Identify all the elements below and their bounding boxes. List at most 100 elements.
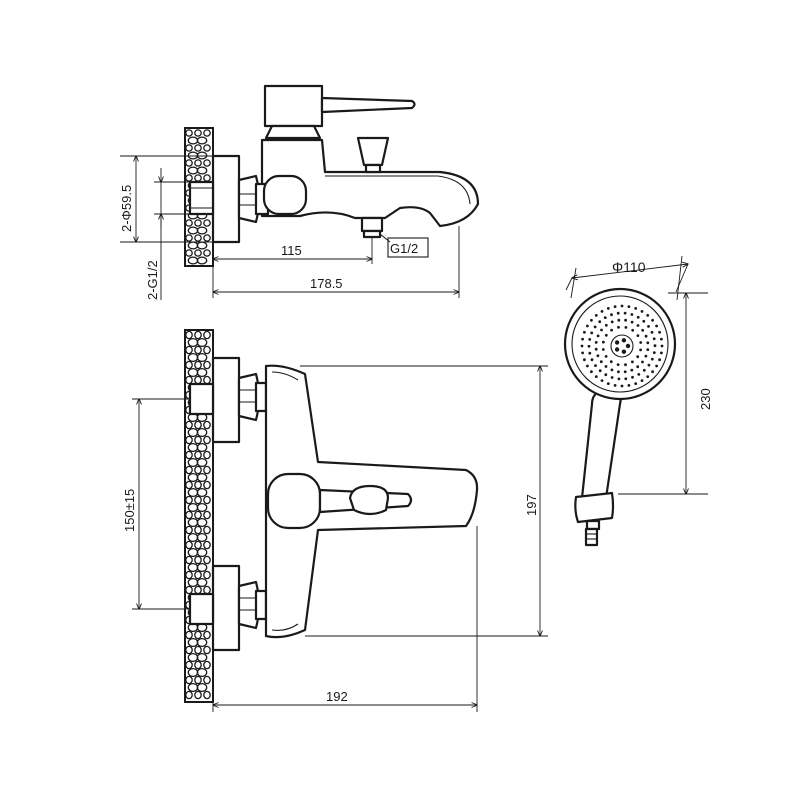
wall-pebble (185, 219, 193, 227)
wall-pebble (196, 352, 208, 362)
front-view-lower-inlet (188, 592, 215, 626)
wall-pebble (196, 487, 208, 497)
wall-pebble (185, 420, 193, 430)
spray-nozzle (636, 365, 640, 369)
front-view: 150±15 197 192 (122, 329, 548, 712)
wall-pebble (185, 555, 193, 565)
spray-nozzle (600, 379, 604, 382)
spray-nozzle (630, 313, 634, 316)
wall-pebble (203, 540, 211, 550)
spray-nozzle (588, 351, 592, 355)
wall-pebble (194, 345, 202, 355)
wall-pebble (196, 563, 208, 573)
hand-shower-head (563, 287, 677, 401)
wall-pebble (185, 435, 193, 445)
spray-nozzle (590, 318, 593, 322)
wall-pebble (203, 570, 211, 580)
spray-nozzle (596, 354, 600, 358)
spray-nozzle (646, 348, 650, 351)
wall-pebble (196, 367, 208, 377)
spray-nozzle (655, 324, 658, 328)
wall-pebble (196, 442, 208, 452)
side-view: G1/2 2-Φ59.5 2-G1/2 115 (119, 84, 480, 300)
spray-nozzle-center (614, 347, 620, 352)
front-view-upper-inlet (188, 382, 215, 416)
wall-pebble (196, 427, 208, 437)
spray-nozzle (627, 305, 631, 308)
wall-pebble (185, 345, 193, 355)
side-view-inlet-pipe (188, 180, 215, 216)
svg-text:178.5: 178.5 (310, 276, 343, 291)
wall-pebble (203, 465, 211, 475)
spray-nozzle (613, 305, 617, 308)
spray-nozzle (617, 325, 620, 329)
spray-nozzle (604, 355, 608, 358)
wall-pebble (185, 495, 193, 505)
wall-pebble (185, 159, 193, 167)
wall-pebble (194, 525, 202, 535)
wall-pebble (203, 144, 211, 152)
wall-pebble (185, 675, 193, 685)
spray-nozzle-center (621, 338, 627, 343)
wall-pebble (196, 653, 208, 663)
wall-pebble (194, 234, 202, 242)
spray-nozzle (660, 337, 663, 341)
spray-nozzle (650, 357, 654, 361)
spray-nozzle (604, 365, 608, 368)
dim-width: 192 (213, 526, 477, 712)
spray-nozzle (610, 313, 613, 317)
wall-pebble (203, 234, 211, 242)
side-view-boss (262, 174, 308, 216)
spray-nozzle (590, 331, 594, 335)
side-view-mixer-body (260, 138, 480, 228)
wall-pebble (196, 578, 208, 588)
spray-nozzle (599, 360, 603, 364)
wall-pebble (194, 675, 202, 685)
dim-total-depth: 178.5 (213, 226, 459, 298)
wall-pebble (194, 630, 202, 640)
spray-nozzle (631, 360, 634, 364)
spray-nozzle (658, 330, 661, 334)
wall-pebble (185, 645, 193, 655)
spray-nozzle (637, 373, 641, 376)
svg-text:2-Φ59.5: 2-Φ59.5 (119, 185, 134, 232)
dim-head-diameter: Φ110 (565, 255, 688, 301)
svg-text:2-G1/2: 2-G1/2 (145, 260, 160, 300)
spray-nozzle (631, 375, 634, 379)
wall-pebble (185, 690, 193, 700)
spray-nozzle (644, 354, 648, 358)
spray-nozzle (617, 318, 621, 322)
hand-shower-spray-nozzles (580, 304, 664, 388)
wall-pebble (194, 360, 202, 370)
spray-nozzle (593, 325, 597, 329)
spray-nozzle (636, 324, 640, 327)
svg-text:230: 230 (698, 388, 713, 410)
svg-text:115: 115 (281, 243, 302, 258)
wall-pebble (196, 533, 208, 543)
spray-nozzle (647, 363, 651, 367)
wall-pebble (196, 668, 208, 678)
wall-pebble (185, 330, 193, 340)
spray-nozzle (588, 338, 592, 341)
spray-nozzle (623, 311, 627, 315)
spray-nozzle (586, 324, 589, 328)
wall-pebble (196, 548, 208, 558)
side-view-lever-handle (320, 96, 416, 114)
front-view-knob (266, 472, 322, 530)
wall-pebble (185, 129, 193, 137)
front-view-upper-flange (211, 356, 241, 444)
wall-pebble (185, 450, 193, 460)
spray-nozzle (603, 316, 607, 319)
dim-spout-reach: 115 (213, 237, 372, 298)
wall-pebble (203, 249, 211, 257)
spray-nozzle (660, 344, 664, 348)
wall-pebble (203, 495, 211, 505)
spray-nozzle (624, 363, 627, 367)
hand-shower: Φ110 230 (563, 255, 713, 547)
wall-pebble (185, 525, 193, 535)
wall-pebble (194, 510, 202, 520)
spray-nozzle (624, 377, 628, 381)
side-view-cartridge-neck (264, 124, 322, 140)
spray-nozzle (581, 337, 584, 341)
spray-nozzle (639, 341, 643, 344)
